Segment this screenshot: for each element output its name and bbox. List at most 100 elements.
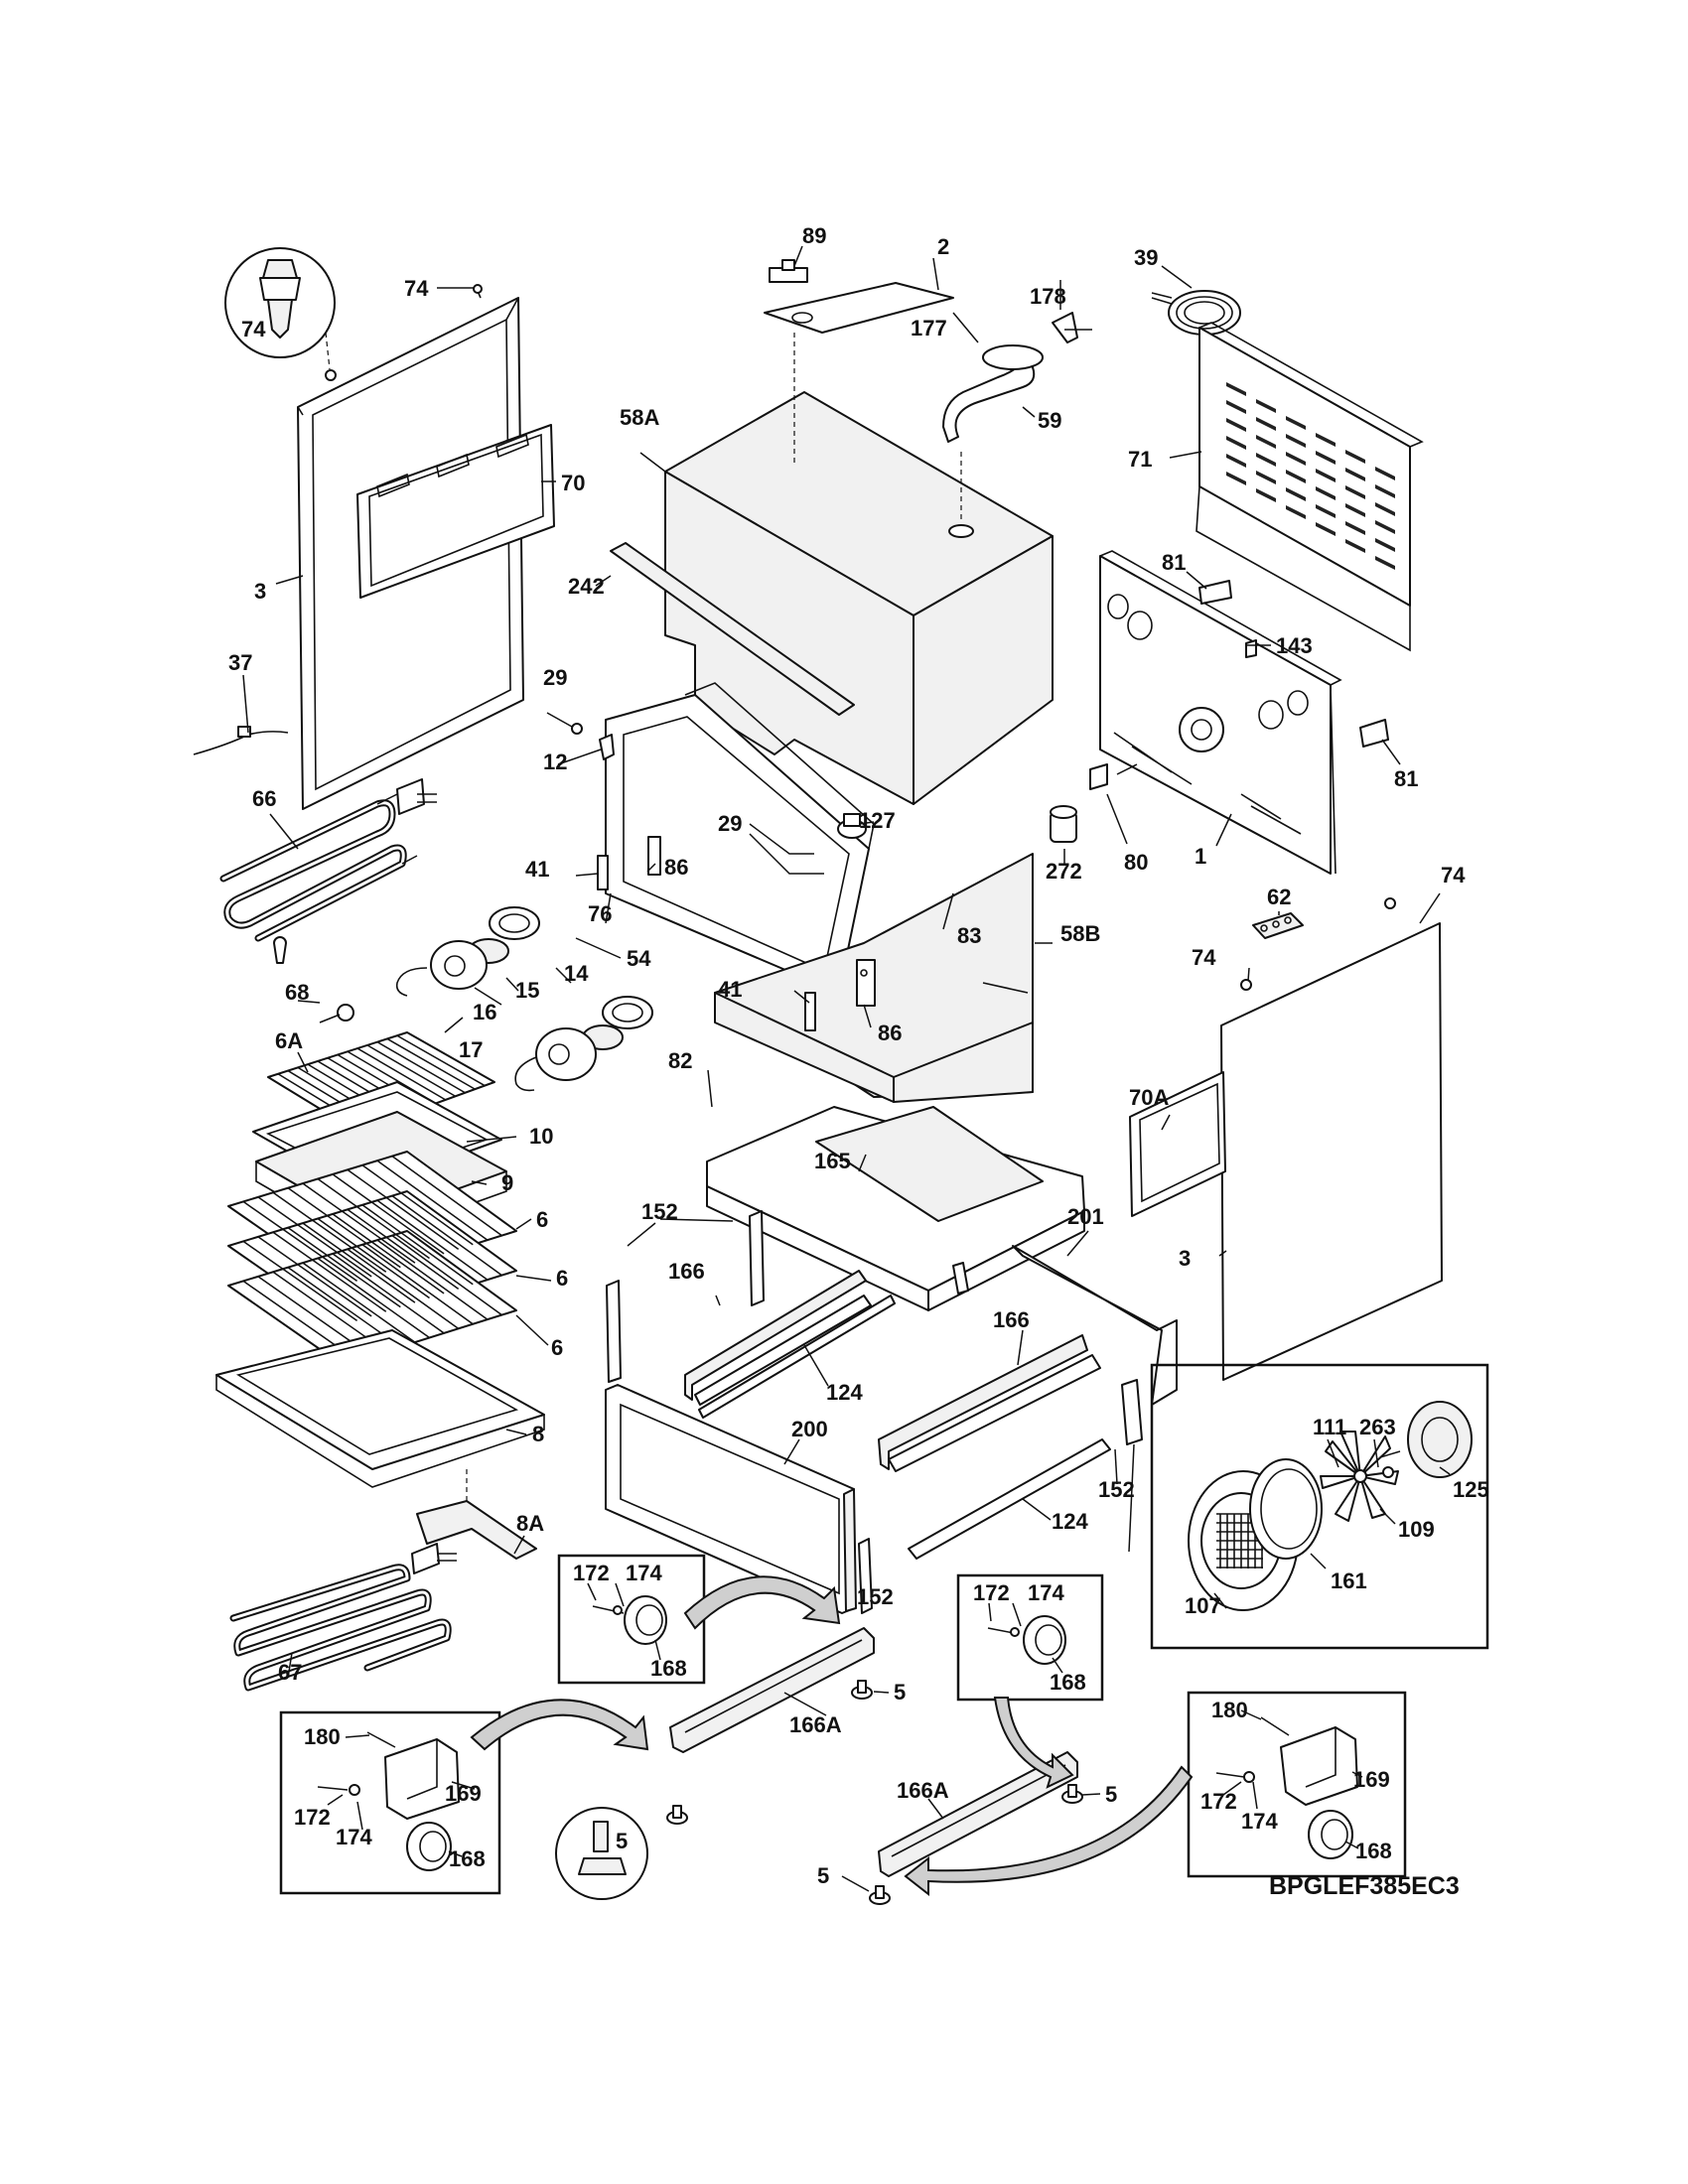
callout-174: 174	[1028, 1580, 1064, 1605]
callout-80: 80	[1124, 850, 1148, 875]
callout-74: 74	[241, 317, 266, 341]
callout-180: 180	[1211, 1698, 1248, 1722]
callout-14: 14	[564, 961, 589, 986]
callout-8: 8	[532, 1422, 544, 1446]
callout-68: 68	[285, 980, 309, 1005]
fan-kit-box	[1150, 1363, 1489, 1650]
callout-labels: 74 74 3 70 37 66 68 6A 10 9 6 6 6 8 8A 6…	[228, 223, 1489, 1888]
callout-29: 29	[543, 665, 567, 690]
callout-86: 86	[664, 855, 688, 880]
callout-74: 74	[1441, 863, 1466, 887]
callout-178: 178	[1030, 284, 1066, 309]
bracket-8A	[416, 1500, 537, 1560]
wheel-b	[987, 1615, 1066, 1665]
screw-detail-circle	[224, 247, 336, 358]
arrow-d	[904, 1765, 1194, 1897]
callout-62: 62	[1267, 885, 1291, 909]
callout-70A: 70A	[1129, 1085, 1169, 1110]
callout-169: 169	[445, 1781, 482, 1806]
front-frame-200	[605, 1384, 873, 1614]
thermostat-127	[837, 813, 867, 839]
callout-66: 66	[252, 786, 276, 811]
callout-177: 177	[911, 316, 947, 341]
callout-166A: 166A	[897, 1778, 949, 1803]
right-side-panel	[1220, 897, 1443, 1381]
callout-86: 86	[878, 1021, 902, 1045]
trim-strip-242	[610, 542, 855, 716]
callout-6A: 6A	[275, 1028, 303, 1053]
callout-6: 6	[551, 1335, 563, 1360]
lamp-assembly	[395, 906, 653, 1092]
callout-242: 242	[568, 574, 605, 599]
callout-5: 5	[894, 1680, 906, 1705]
wheel-kit-box-c	[279, 1710, 501, 1895]
callout-29: 29	[718, 811, 742, 836]
callout-74: 74	[404, 276, 429, 301]
hinge-brackets	[597, 836, 876, 1031]
wheel-a	[592, 1595, 667, 1645]
callout-10: 10	[529, 1124, 553, 1149]
callout-3: 3	[254, 579, 266, 604]
callout-172: 172	[1200, 1789, 1237, 1814]
callout-272: 272	[1046, 859, 1082, 884]
right-rails	[878, 1334, 1111, 1560]
arrow-b	[993, 1697, 1074, 1789]
callout-67: 67	[278, 1660, 302, 1685]
callout-168: 168	[650, 1656, 687, 1681]
leader-lines	[242, 245, 1451, 1892]
top-bracket	[764, 259, 954, 334]
callout-165: 165	[814, 1149, 851, 1173]
door-gasket-76	[605, 682, 875, 994]
callout-169: 169	[1353, 1767, 1390, 1792]
callout-41: 41	[525, 857, 549, 882]
callout-152: 152	[641, 1199, 678, 1224]
arrow-c	[470, 1699, 649, 1751]
side-insulation	[356, 424, 555, 599]
callout-58B: 58B	[1060, 921, 1100, 946]
vent-duct	[942, 312, 1092, 443]
callout-107: 107	[1185, 1593, 1221, 1618]
callout-166: 166	[993, 1307, 1030, 1332]
callout-174: 174	[336, 1825, 372, 1849]
callout-263: 263	[1359, 1415, 1396, 1439]
callout-172: 172	[573, 1561, 610, 1585]
drip-tray-8	[215, 1329, 545, 1488]
callout-70: 70	[561, 471, 585, 495]
callout-5: 5	[1105, 1782, 1117, 1807]
callout-3: 3	[1179, 1246, 1191, 1271]
callout-168: 168	[449, 1846, 486, 1871]
callout-174: 174	[1241, 1809, 1278, 1834]
callout-168: 168	[1050, 1670, 1086, 1695]
wheel-kit-box-d	[1187, 1691, 1407, 1878]
callout-17: 17	[459, 1037, 483, 1062]
oven-top-wrap-58A	[664, 391, 1054, 805]
callout-16: 16	[473, 1000, 496, 1024]
fan-assembly	[1188, 1401, 1473, 1611]
side-rails	[606, 1210, 1178, 1445]
bake-element	[219, 778, 437, 942]
callout-152: 152	[857, 1584, 894, 1609]
callout-39: 39	[1134, 245, 1158, 270]
callout-81: 81	[1394, 766, 1418, 791]
callout-8A: 8A	[516, 1511, 544, 1536]
foot-detail-circle	[555, 1807, 648, 1900]
callout-83: 83	[957, 923, 981, 948]
callout-15: 15	[515, 978, 539, 1003]
wire-harness-37	[193, 726, 289, 755]
callout-143: 143	[1276, 633, 1313, 658]
callout-168: 168	[1355, 1839, 1392, 1863]
callout-41: 41	[718, 977, 742, 1002]
callout-166A: 166A	[789, 1712, 842, 1737]
insulation-70A	[1129, 1071, 1226, 1217]
callout-200: 200	[791, 1417, 828, 1441]
callout-152: 152	[1098, 1477, 1135, 1502]
callout-5: 5	[616, 1829, 628, 1853]
callout-71: 71	[1128, 447, 1152, 472]
callout-2: 2	[937, 234, 949, 259]
callout-89: 89	[802, 223, 826, 248]
callout-125: 125	[1453, 1477, 1489, 1502]
callout-82: 82	[668, 1048, 692, 1073]
callout-172: 172	[294, 1805, 331, 1830]
callout-81: 81	[1162, 550, 1186, 575]
